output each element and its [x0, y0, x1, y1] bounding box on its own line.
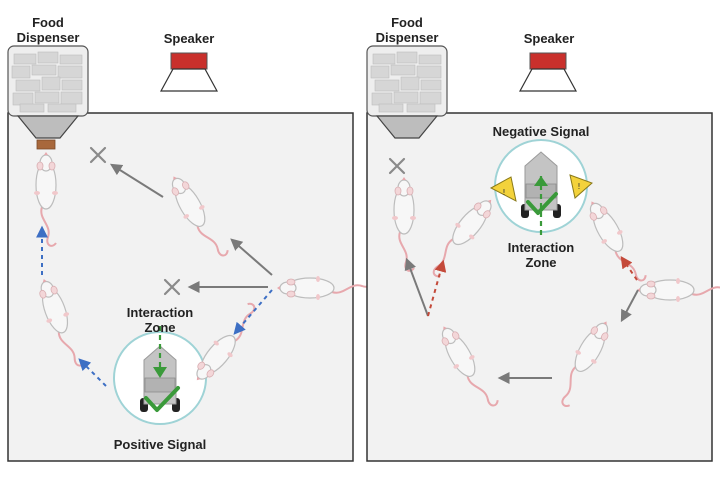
left-panel	[7, 45, 372, 462]
right-speaker-icon	[519, 52, 577, 92]
right-food-dispenser-label: Food Dispenser	[375, 15, 439, 45]
left-food-dispenser-label: Food Dispenser	[16, 15, 80, 45]
right-signal-label: Negative Signal	[492, 124, 590, 139]
left-food-pellet	[36, 139, 56, 150]
left-arrow-blue-to-zone	[233, 289, 273, 335]
right-zone-arrowhead	[534, 176, 548, 186]
right-arrow-gray-up	[404, 257, 429, 317]
right-interaction-zone-label: Interaction Zone	[507, 240, 575, 270]
right-speaker-label: Speaker	[523, 31, 575, 46]
left-interaction-zone-label: Interaction Zone	[126, 305, 194, 335]
right-warning-right-icon: !	[569, 174, 593, 199]
left-signal-label: Positive Signal	[113, 437, 207, 452]
left-speaker-icon	[160, 52, 218, 92]
left-mouse-start	[276, 275, 372, 301]
left-speaker-label: Speaker	[163, 31, 215, 46]
left-arrow-blue-from-zone	[78, 358, 107, 387]
left-arrow-gray-top	[109, 163, 164, 198]
left-arrow-gray-up	[230, 238, 273, 276]
right-check-icon	[526, 192, 558, 215]
left-zone-arrowhead	[153, 367, 167, 378]
svg-text:!: !	[577, 182, 580, 191]
right-warning-left-icon: !	[489, 176, 517, 202]
right-panel: ! !	[366, 45, 720, 462]
svg-text:!: !	[502, 188, 505, 197]
right-arrow-red-left	[427, 259, 447, 317]
right-arrow-gray-down	[620, 289, 639, 323]
left-check-icon	[144, 386, 180, 412]
